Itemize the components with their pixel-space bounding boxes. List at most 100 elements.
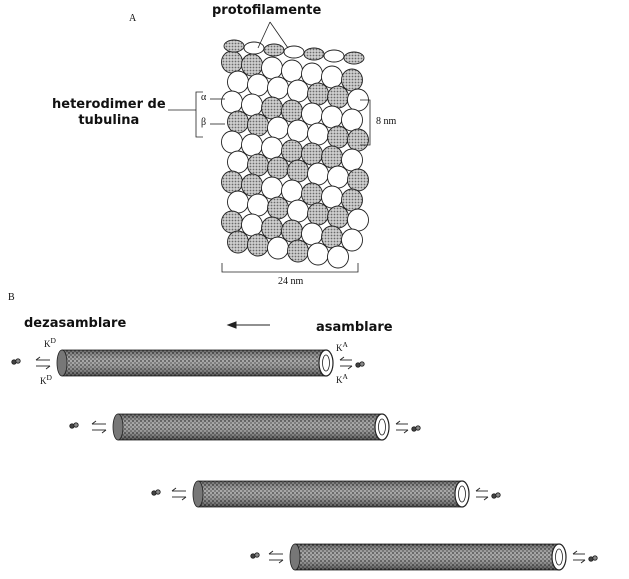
microtubules-row: [56, 349, 567, 571]
beta-subunit: [327, 245, 349, 269]
beta-subunit: [241, 93, 263, 117]
alpha-subunit: [281, 99, 303, 123]
alpha-subunit: [261, 96, 283, 120]
free-dimer: [155, 489, 161, 495]
arrow-head: [45, 365, 51, 370]
alpha-subunit: [287, 239, 309, 263]
k-assembly-on: KA: [336, 340, 348, 353]
alpha-subunit: [267, 196, 289, 220]
arrow-head: [339, 356, 345, 361]
heterodimer-label: heterodimer de tubulina: [52, 97, 166, 129]
free-dimer: [359, 361, 365, 367]
alpha-subunit: [221, 170, 243, 194]
alpha-subunit: [301, 142, 323, 166]
alpha-subunit: [241, 173, 263, 197]
beta-subunit: [261, 176, 283, 200]
alpha-subunit: [287, 159, 309, 183]
alpha-subunit: [347, 168, 369, 192]
k-assembly-off: KA: [336, 372, 348, 385]
beta-subunit: [247, 193, 269, 217]
tube-lumen: [458, 485, 466, 503]
arrow-head: [91, 420, 97, 425]
alpha-subunit: [321, 225, 343, 249]
protofilament-end: [323, 49, 345, 63]
direction-arrow: [226, 321, 270, 329]
tube-shading: [198, 481, 462, 507]
beta-subunit: [221, 130, 243, 154]
alpha-subunit: [247, 233, 269, 257]
alpha-subunit: [247, 113, 269, 137]
tube-minus-end: [56, 349, 68, 377]
beta-subunit: [341, 228, 363, 252]
microtubule: [289, 543, 567, 571]
alpha-subunit: [221, 50, 243, 74]
alpha-subunit: [261, 216, 283, 240]
arrow-head: [35, 356, 41, 361]
beta-subunit: [321, 105, 343, 129]
alpha-subunit: [247, 153, 269, 177]
alpha-subunit: [327, 205, 349, 229]
arrow-head: [483, 496, 489, 501]
alpha-subunit: [341, 68, 363, 92]
alpha-subunit: [307, 82, 329, 106]
annotation-lines: [168, 21, 371, 273]
beta-subunit: [227, 150, 249, 174]
tube-lumen: [555, 548, 563, 566]
protofilament-end: [343, 51, 365, 65]
protofilament-end: [303, 47, 325, 61]
alpha-subunit: [221, 210, 243, 234]
beta-subunit: [307, 122, 329, 146]
tube-lumen: [378, 418, 386, 436]
beta-subunit: [321, 185, 343, 209]
beta-subunit: [307, 162, 329, 186]
alpha-subunit: [227, 110, 249, 134]
alpha-subunit: [241, 53, 263, 77]
protofilament-end: [243, 41, 265, 55]
free-dimer: [73, 422, 79, 428]
beta-subunit: [341, 108, 363, 132]
microtubule: [112, 413, 390, 441]
beta-subunit: [281, 179, 303, 203]
k-disassembly-on: KD: [44, 336, 56, 349]
arrow-head: [181, 496, 187, 501]
microtubule: [192, 480, 470, 508]
beta-subunit: [307, 242, 329, 266]
tube-shading: [62, 350, 326, 376]
tube-minus-end: [192, 480, 204, 508]
beta-subunit: [327, 165, 349, 189]
protofilament-end: [223, 39, 245, 53]
arrow-head: [268, 550, 274, 555]
alpha-subunit: [327, 85, 349, 109]
beta-subunit: [347, 208, 369, 232]
alpha-subunit: [307, 202, 329, 226]
arrow-head: [475, 487, 481, 492]
beta-subunit: [287, 79, 309, 103]
beta-subunit: [287, 119, 309, 143]
alpha-subunit: [281, 219, 303, 243]
rate-arrows: [11, 356, 598, 564]
beta-subunit: [227, 70, 249, 94]
beta-subunit: [227, 190, 249, 214]
beta-subunit: [267, 116, 289, 140]
beta-subunit: [261, 136, 283, 160]
alpha-subunit: [281, 139, 303, 163]
microtubule-wall: [221, 39, 369, 269]
arrow-head: [395, 420, 401, 425]
tube-shading: [118, 414, 382, 440]
alpha-subunit: [347, 128, 369, 152]
alpha-subunit: [267, 156, 289, 180]
beta-subunit: [321, 65, 343, 89]
protofilament-end: [263, 43, 285, 57]
alpha-subunit: [321, 145, 343, 169]
arrow-head: [278, 559, 284, 564]
heterodimer-label-line2: tubulina: [78, 113, 140, 128]
alpha-subunit: [327, 125, 349, 149]
alpha-label: α: [201, 92, 207, 103]
protofilament-end: [283, 45, 305, 59]
alpha-subunit: [341, 188, 363, 212]
free-dimer: [254, 552, 260, 558]
beta-subunit: [281, 59, 303, 83]
free-dimer: [592, 555, 598, 561]
free-dimer: [15, 358, 21, 364]
